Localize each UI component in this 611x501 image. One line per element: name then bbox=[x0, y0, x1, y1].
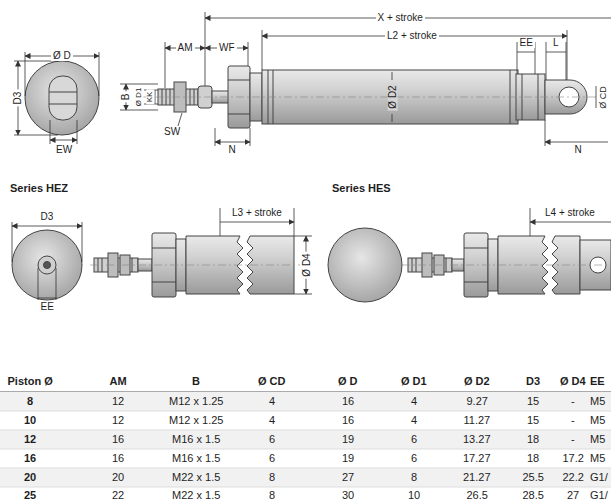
table-cell: 17.2 bbox=[563, 453, 584, 464]
table-cell: 25 bbox=[24, 490, 36, 501]
table-cell: 6 bbox=[269, 434, 275, 445]
table-grid bbox=[0, 370, 611, 487]
table-cell: 22.2 bbox=[563, 472, 584, 483]
table-cell: M5 bbox=[590, 396, 605, 407]
table-cell: M22 x 1.5 bbox=[172, 490, 220, 501]
series-heading: Series HEZ bbox=[8, 183, 70, 194]
dimension-label: EE bbox=[518, 38, 535, 48]
table-cell: G1/ bbox=[590, 490, 608, 501]
table-cell: 27 bbox=[342, 472, 354, 483]
table-cell: 19 bbox=[342, 453, 354, 464]
table-cell: 4 bbox=[411, 415, 417, 426]
table-cell: - bbox=[571, 415, 575, 426]
table-cell: M12 x 1.25 bbox=[169, 415, 223, 426]
table-cell: 8 bbox=[269, 472, 275, 483]
table-header: D3 bbox=[526, 376, 540, 387]
dimension-label: SW bbox=[162, 127, 182, 137]
table-cell: 10 bbox=[408, 490, 420, 501]
table-cell: - bbox=[571, 434, 575, 445]
table-cell: 30 bbox=[342, 490, 354, 501]
table-cell: M5 bbox=[590, 434, 605, 445]
table-cell: 8 bbox=[269, 490, 275, 501]
dimension-label: Ø D1 bbox=[135, 86, 143, 109]
table-cell: 18 bbox=[527, 453, 539, 464]
dimension-label: WF bbox=[217, 43, 237, 53]
table-header: Ø CD bbox=[258, 376, 286, 387]
table-cell: 28.5 bbox=[523, 490, 544, 501]
table-header: B bbox=[192, 376, 200, 387]
dimension-label: L2 + stroke bbox=[385, 31, 439, 41]
table-cell: 16 bbox=[112, 434, 124, 445]
table-cell: M12 x 1.25 bbox=[169, 396, 223, 407]
table-cell: 13.27 bbox=[463, 434, 491, 445]
series-heading: Series HES bbox=[330, 183, 393, 194]
dimension-label: L3 + stroke bbox=[230, 208, 284, 218]
table-cell: 27 bbox=[567, 490, 579, 501]
dimension-label: N bbox=[573, 145, 584, 155]
table-cell: G1/ bbox=[590, 472, 608, 483]
dimension-label: L4 + stroke bbox=[543, 208, 597, 218]
table-cell: 20 bbox=[112, 472, 124, 483]
table-cell: - bbox=[571, 396, 575, 407]
table-header: Piston Ø bbox=[8, 376, 53, 387]
dimension-label: D3 bbox=[39, 212, 56, 222]
table-cell: 17.27 bbox=[463, 453, 491, 464]
table-cell: 16 bbox=[112, 453, 124, 464]
dimension-label: N bbox=[227, 145, 238, 155]
table-cell: 10 bbox=[24, 415, 36, 426]
table-cell: 22 bbox=[112, 490, 124, 501]
table-cell: M16 x 1.5 bbox=[172, 453, 220, 464]
dimension-label: KK bbox=[146, 90, 154, 105]
table-cell: 6 bbox=[269, 453, 275, 464]
dimension-label: AM bbox=[176, 43, 195, 53]
dimension-label: EE bbox=[39, 302, 56, 312]
dimension-label: X + stroke bbox=[376, 13, 425, 23]
table-cell: 12 bbox=[24, 434, 36, 445]
table-cell: 12 bbox=[112, 396, 124, 407]
table-header: Ø D bbox=[338, 376, 358, 387]
table-cell: 8 bbox=[411, 472, 417, 483]
table-cell: M5 bbox=[590, 415, 605, 426]
table-cell: 8 bbox=[27, 396, 33, 407]
table-cell: 6 bbox=[411, 453, 417, 464]
table-header: Ø D2 bbox=[464, 376, 490, 387]
table-cell: 15 bbox=[527, 415, 539, 426]
table-cell: 20 bbox=[24, 472, 36, 483]
dimension-label: EW bbox=[54, 145, 74, 155]
dimension-label: D3 bbox=[13, 90, 23, 107]
table-cell: 25.5 bbox=[523, 472, 544, 483]
table-cell: 16 bbox=[342, 415, 354, 426]
table-cell: 9.27 bbox=[467, 396, 488, 407]
table-cell: 16 bbox=[342, 396, 354, 407]
table-header: Ø D1 bbox=[401, 376, 427, 387]
table-cell: 16 bbox=[24, 453, 36, 464]
table-cell: 4 bbox=[269, 396, 275, 407]
dimension-label: Ø CD bbox=[598, 84, 607, 111]
table-header: Ø D4 bbox=[560, 376, 586, 387]
dimension-label: B bbox=[121, 92, 131, 103]
dimension-label: Ø D bbox=[51, 51, 73, 61]
table-cell: 21.27 bbox=[463, 472, 491, 483]
table-cell: 4 bbox=[411, 396, 417, 407]
table-cell: 26.5 bbox=[467, 490, 488, 501]
table-cell: 6 bbox=[411, 434, 417, 445]
dimension-label: Ø D2 bbox=[387, 83, 397, 110]
table-cell: 19 bbox=[342, 434, 354, 445]
table-cell: 12 bbox=[112, 415, 124, 426]
table-header: EE bbox=[590, 376, 605, 387]
table-cell: 11.27 bbox=[464, 415, 491, 426]
table-cell: M5 bbox=[590, 453, 605, 464]
table-cell: 18 bbox=[527, 434, 539, 445]
table-cell: M22 x 1.5 bbox=[172, 472, 220, 483]
table-cell: M16 x 1.5 bbox=[172, 434, 220, 445]
table-cell: 4 bbox=[269, 415, 275, 426]
dimension-label: L bbox=[551, 38, 561, 48]
table-cell: 15 bbox=[527, 396, 539, 407]
table-header: AM bbox=[110, 376, 127, 387]
dimension-label: Ø D4 bbox=[301, 251, 311, 278]
